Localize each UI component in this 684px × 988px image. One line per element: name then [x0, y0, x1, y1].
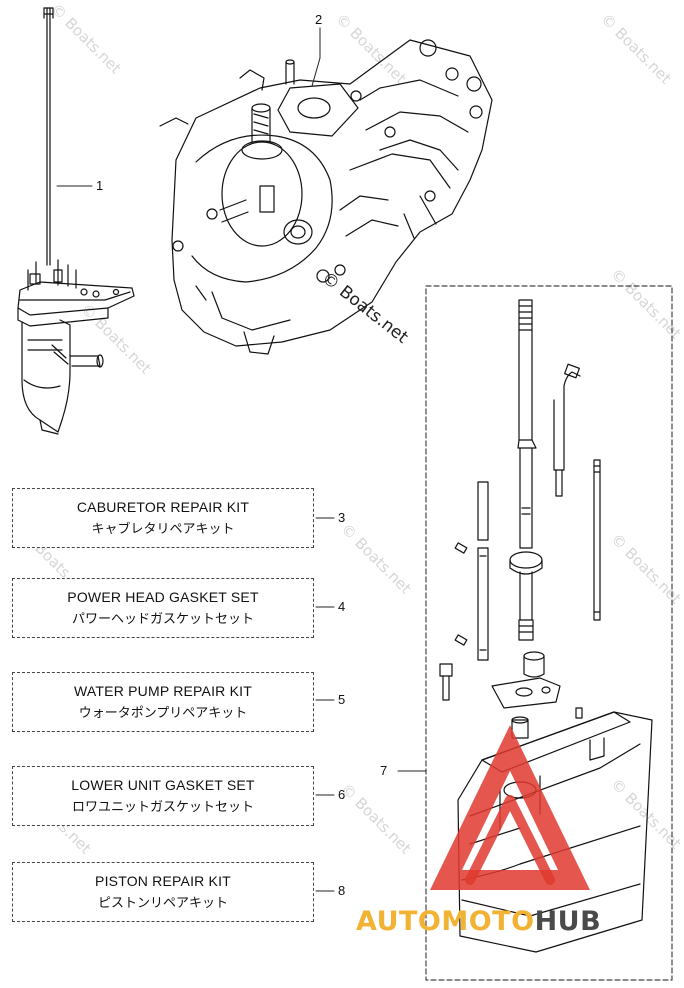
kit-name-jp: キャブレタリペアキット — [91, 522, 235, 537]
part-1-drive-shaft-housing — [17, 7, 135, 435]
part-2-power-head — [159, 39, 493, 355]
logo-text-part2: HUB — [534, 906, 602, 937]
callout-4: 4 — [338, 599, 346, 614]
kit-name-en: PISTON REPAIR KIT — [95, 873, 231, 889]
kit-name-en: LOWER UNIT GASKET SET — [71, 777, 255, 793]
callout-5: 5 — [338, 692, 346, 707]
kit-name-en: POWER HEAD GASKET SET — [67, 589, 259, 605]
kit-name-en: WATER PUMP REPAIR KIT — [74, 683, 252, 699]
kit-name-jp: パワーヘッドガスケットセット — [71, 612, 254, 627]
kit-name-jp: ピストンリペアキット — [97, 896, 228, 911]
kit-name-jp: ウォータポンプリペアキット — [78, 706, 248, 721]
kit-box-water-pump-repair[interactable]: WATER PUMP REPAIR KIT ウォータポンプリペアキット — [12, 672, 314, 732]
leader-lines — [56, 27, 427, 892]
callout-2: 2 — [315, 12, 323, 27]
kit-box-lower-unit-gasket[interactable]: LOWER UNIT GASKET SET ロワユニットガスケットセット — [12, 766, 314, 826]
callout-7: 7 — [380, 763, 388, 778]
lower-unit-frame — [425, 285, 673, 981]
callout-8: 8 — [338, 883, 346, 898]
kit-name-jp: ロワユニットガスケットセット — [71, 800, 254, 815]
callout-6: 6 — [338, 787, 346, 802]
kit-box-carburetor-repair[interactable]: CABURETOR REPAIR KIT キャブレタリペアキット — [12, 488, 314, 548]
kit-box-power-head-gasket[interactable]: POWER HEAD GASKET SET パワーヘッドガスケットセット — [12, 578, 314, 638]
logo-text-part1: AUTOMOTO — [356, 906, 535, 937]
automotohub-logo-text: AUTOMOTOHUB — [356, 906, 601, 937]
callout-1: 1 — [96, 178, 104, 193]
part-7-lower-unit-parts — [439, 299, 653, 953]
kit-name-en: CABURETOR REPAIR KIT — [76, 499, 250, 515]
callout-3: 3 — [338, 510, 346, 525]
kit-box-piston-repair[interactable]: PISTON REPAIR KIT ピストンリペアキット — [12, 862, 314, 922]
automotohub-logo-mark — [430, 725, 590, 890]
